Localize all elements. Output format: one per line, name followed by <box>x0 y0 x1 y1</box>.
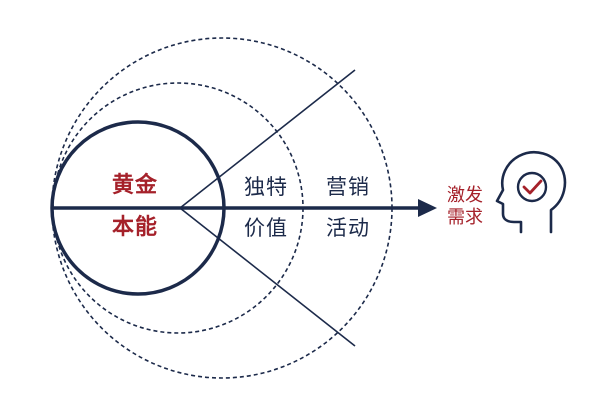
unique-value-line2: 价值 <box>244 216 288 240</box>
unique-value-line1: 独特 <box>244 175 288 199</box>
stimulate-demand-line1: 激发 <box>447 185 483 206</box>
upper-ray <box>179 69 356 209</box>
stimulate-demand-line2: 需求 <box>447 207 483 228</box>
core-label-line1: 黄金 <box>112 173 159 198</box>
arrow-head <box>418 199 437 217</box>
marketing-activity-line2: 活动 <box>326 216 370 240</box>
core-label-line2: 本能 <box>112 215 159 240</box>
head-with-checkmark-icon <box>495 151 567 234</box>
marketing-activity-line1: 营销 <box>326 175 370 199</box>
lower-ray <box>179 207 356 347</box>
